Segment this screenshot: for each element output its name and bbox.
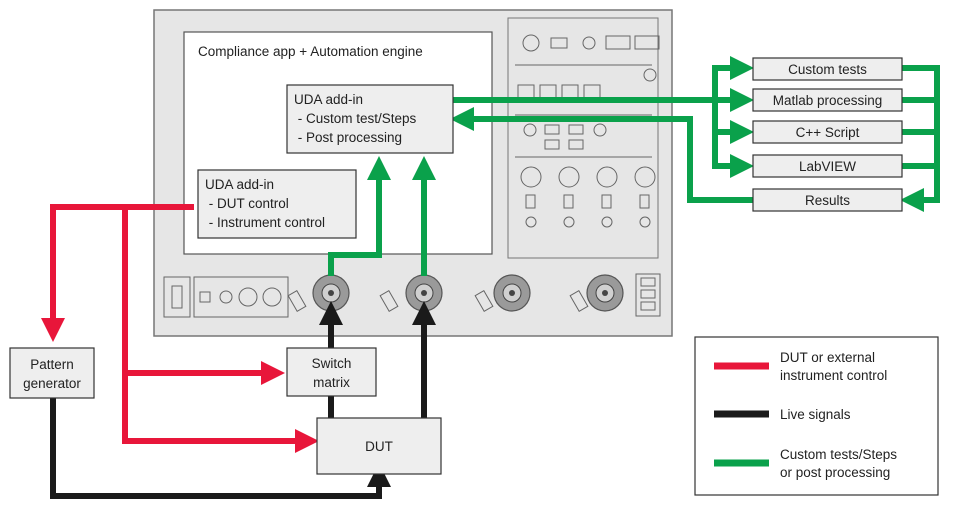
custom-tests-box: Custom tests [752, 57, 903, 81]
switch-matrix-box: Switch matrix [286, 347, 377, 397]
uda-left-line-2: - DUT control [205, 196, 289, 211]
legend-black-line-1: Live signals [780, 407, 851, 422]
black-line-generator-to-dut [50, 398, 391, 499]
switch-matrix-line-2: matrix [313, 375, 350, 390]
channel-connector-1 [312, 274, 350, 312]
front-panel-controls [163, 273, 661, 318]
legend-item-green: Custom tests/Steps or post processing [714, 447, 897, 480]
red-line-to-pattern-generator [41, 204, 194, 342]
matlab-processing-label: Matlab processing [773, 93, 883, 108]
legend-red-line-1: DUT or external [780, 350, 875, 365]
pattern-generator-line-1: Pattern [30, 357, 74, 372]
channel-connector-2 [405, 274, 443, 312]
legend-item-red: DUT or external instrument control [714, 350, 887, 383]
green-line-results-back [450, 107, 753, 203]
cpp-script-box: C++ Script [752, 120, 903, 144]
results-label: Results [805, 193, 850, 208]
uda-addin-left-box: UDA add-in - DUT control - Instrument co… [197, 169, 357, 239]
legend: DUT or external instrument control Live … [694, 336, 939, 496]
labview-box: LabVIEW [752, 154, 903, 178]
uda-left-line-1: UDA add-in [205, 177, 274, 192]
labview-label: LabVIEW [799, 159, 856, 174]
dut-label: DUT [365, 439, 393, 454]
uda-top-line-3: - Post processing [294, 130, 402, 145]
green-line-branch-bottom [712, 100, 754, 178]
control-panel-knobs [515, 34, 660, 228]
custom-tests-label: Custom tests [788, 62, 867, 77]
uda-top-line-1: UDA add-in [294, 92, 363, 107]
green-line-uda-to-channel-1 [328, 156, 391, 276]
red-line-to-dut [122, 373, 319, 453]
screen-title: Compliance app + Automation engine [198, 44, 423, 59]
control-panel [507, 17, 659, 259]
legend-green-line-1: Custom tests/Steps [780, 447, 897, 462]
results-box: Results [752, 188, 903, 212]
pattern-generator-box: Pattern generator [9, 347, 95, 399]
uda-left-line-3: - Instrument control [205, 215, 325, 230]
switch-matrix-line-1: Switch [312, 356, 352, 371]
channel-connector-4 [586, 274, 624, 312]
matlab-processing-box: Matlab processing [752, 88, 903, 112]
channel-connector-3 [493, 274, 531, 312]
uda-top-line-2: - Custom test/Steps [294, 111, 417, 126]
legend-item-black: Live signals [714, 407, 851, 422]
green-line-branch-top [712, 56, 754, 100]
legend-red-line-2: instrument control [780, 368, 887, 383]
uda-addin-top-box: UDA add-in - Custom test/Steps - Post pr… [286, 84, 454, 154]
dut-box: DUT [316, 417, 442, 475]
pattern-generator-line-2: generator [23, 376, 81, 391]
legend-green-line-2: or post processing [780, 465, 890, 480]
cpp-script-label: C++ Script [796, 125, 860, 140]
